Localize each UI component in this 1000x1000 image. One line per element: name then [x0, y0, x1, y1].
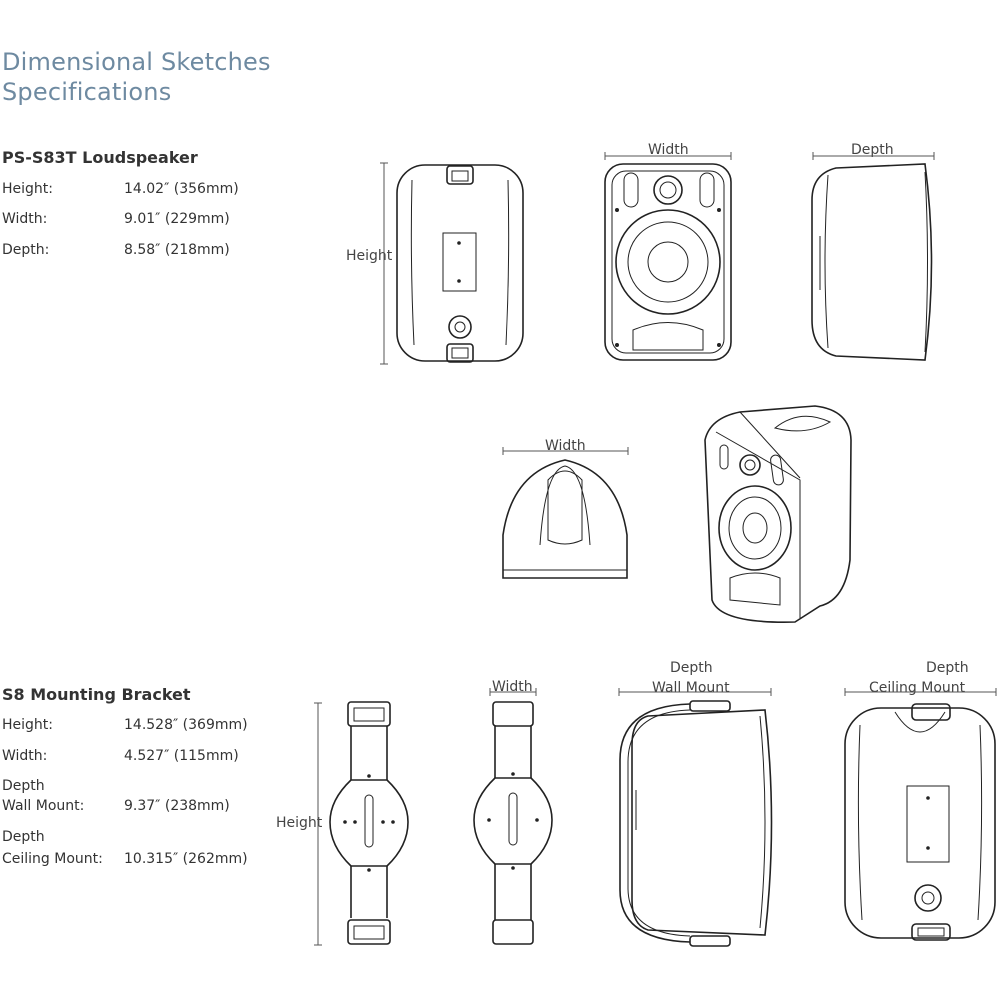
dim-label-ceiling-depth: Depth: [926, 660, 969, 676]
dim-label-wall-depth: Depth: [670, 660, 713, 676]
loudspeaker-heading: PS-S83T Loudspeaker: [2, 148, 198, 167]
dim-label-width: Width: [648, 142, 689, 158]
dim-label-height: Height: [346, 248, 393, 264]
spec-value: 10.315″ (262mm): [124, 851, 248, 867]
spec-label: Depth:: [2, 242, 50, 258]
loudspeaker-perspective-view: [704, 405, 852, 623]
bracket-front-view: [314, 701, 409, 946]
spec-value: 8.58″ (218mm): [124, 242, 230, 258]
dim-label-bracket-width: Width: [492, 679, 533, 695]
spec-label: Ceiling Mount:: [2, 851, 103, 867]
spec-label: Height:: [2, 181, 53, 197]
loudspeaker-front-view: [604, 152, 732, 361]
loudspeaker-rear-view: [380, 162, 524, 365]
bracket-wall-mount-view: [618, 688, 773, 947]
spec-value: 4.527″ (115mm): [124, 748, 239, 764]
spec-value: 9.37″ (238mm): [124, 798, 230, 814]
spec-label: Width:: [2, 211, 48, 227]
bracket-ceiling-mount-view: [844, 688, 997, 941]
dim-label-depth: Depth: [851, 142, 894, 158]
dim-label-bracket-height: Height: [276, 815, 323, 831]
bracket-heading: S8 Mounting Bracket: [2, 685, 191, 704]
dim-label-width-top: Width: [545, 438, 586, 454]
spec-label: Wall Mount:: [2, 798, 85, 814]
spec-label: Width:: [2, 748, 48, 764]
spec-label: Height:: [2, 717, 53, 733]
spec-value: 14.02″ (356mm): [124, 181, 239, 197]
loudspeaker-top-view: [502, 447, 629, 579]
bracket-side-view: [473, 688, 553, 945]
spec-value: 9.01″ (229mm): [124, 211, 230, 227]
spec-value: 14.528″ (369mm): [124, 717, 248, 733]
title-line-1: Dimensional Sketches: [2, 48, 271, 76]
spec-label: Depth: [2, 778, 45, 794]
loudspeaker-side-view: [811, 152, 935, 361]
page-title: Dimensional Sketches Specifications: [2, 47, 271, 107]
spec-label: Depth: [2, 829, 45, 845]
title-line-2: Specifications: [2, 78, 172, 106]
